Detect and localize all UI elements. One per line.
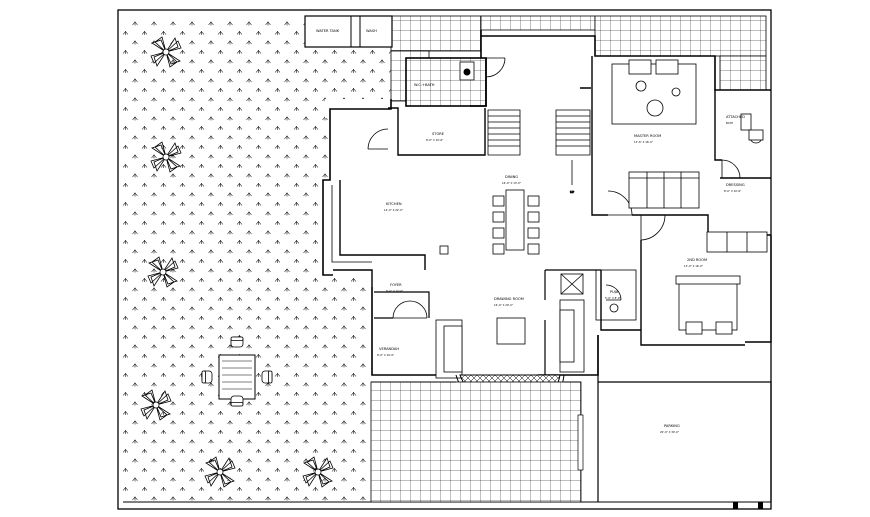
parking-dim: 20'-0" X 30'-0" bbox=[660, 430, 679, 434]
dining-label: DINING bbox=[505, 175, 518, 179]
dressing-label: DRESSING bbox=[726, 183, 745, 187]
water-tank-box: WATER TANK WASH bbox=[304, 15, 393, 48]
lawn-area bbox=[123, 16, 391, 502]
boundary-markers bbox=[733, 502, 763, 509]
kitchen-label: KITCHEN bbox=[386, 202, 402, 206]
verandah-label: VERANDAH bbox=[379, 347, 399, 351]
foyer-label: FOYER bbox=[390, 283, 402, 287]
staircase: UP bbox=[487, 109, 591, 194]
second-room-dim: 13'-0" X 16'-0" bbox=[684, 264, 703, 268]
second-room-furniture bbox=[675, 231, 768, 335]
door-swings bbox=[367, 57, 741, 319]
wc-bath-label: W.C.+BATH bbox=[414, 83, 435, 87]
master-room-dim: 13'-6" X 16'-0" bbox=[634, 140, 653, 144]
kitchen-dim: 14'-0" X 22'-0" bbox=[384, 208, 403, 212]
dining-dim: 16'-0" X 13'-0" bbox=[502, 181, 521, 185]
store-label: STORE bbox=[432, 132, 445, 136]
attached-bath-label: ATTACHED bbox=[726, 115, 745, 119]
water-tank-label: WATER TANK bbox=[316, 29, 340, 33]
drawing-room-label: DRAWING ROOM bbox=[494, 297, 524, 301]
foyer-dim: 8'-0" X 10'-0" bbox=[386, 289, 403, 293]
kitchen-counter bbox=[331, 185, 449, 263]
master-room-label: MASTER ROOM bbox=[634, 134, 661, 138]
store-dim: 8'-0" X 10'-6" bbox=[426, 138, 443, 142]
second-room-label: 2ND ROOM bbox=[687, 258, 707, 262]
drawing-room-furniture bbox=[435, 273, 585, 379]
dressing-dim: 8'-0" X 10'-6" bbox=[724, 189, 741, 193]
wash-label: WASH bbox=[366, 29, 377, 33]
master-bed bbox=[611, 59, 700, 209]
wc-bath-room: W.C.+BATH bbox=[405, 57, 487, 107]
puja-dim: 5'-0" X 8'-0" bbox=[605, 296, 621, 300]
outdoor-table-set bbox=[201, 336, 273, 407]
room-labels: STORE 8'-0" X 10'-6" MASTER ROOM 13'-6" … bbox=[377, 115, 745, 434]
up-mark: UP bbox=[570, 190, 574, 194]
parking-label: PARKING bbox=[664, 424, 680, 428]
attached-bath-dim: BATH bbox=[726, 121, 733, 125]
dining-table bbox=[492, 189, 540, 255]
front-tiles bbox=[370, 381, 584, 503]
puja-room bbox=[595, 269, 637, 321]
puja-label: PUJA bbox=[610, 290, 619, 294]
verandah-dim: 8'-0" X 16'-0" bbox=[377, 353, 394, 357]
attached-bath-fixtures bbox=[740, 113, 764, 144]
drawing-room-dim: 16'-0" X 20'-0" bbox=[494, 303, 513, 307]
